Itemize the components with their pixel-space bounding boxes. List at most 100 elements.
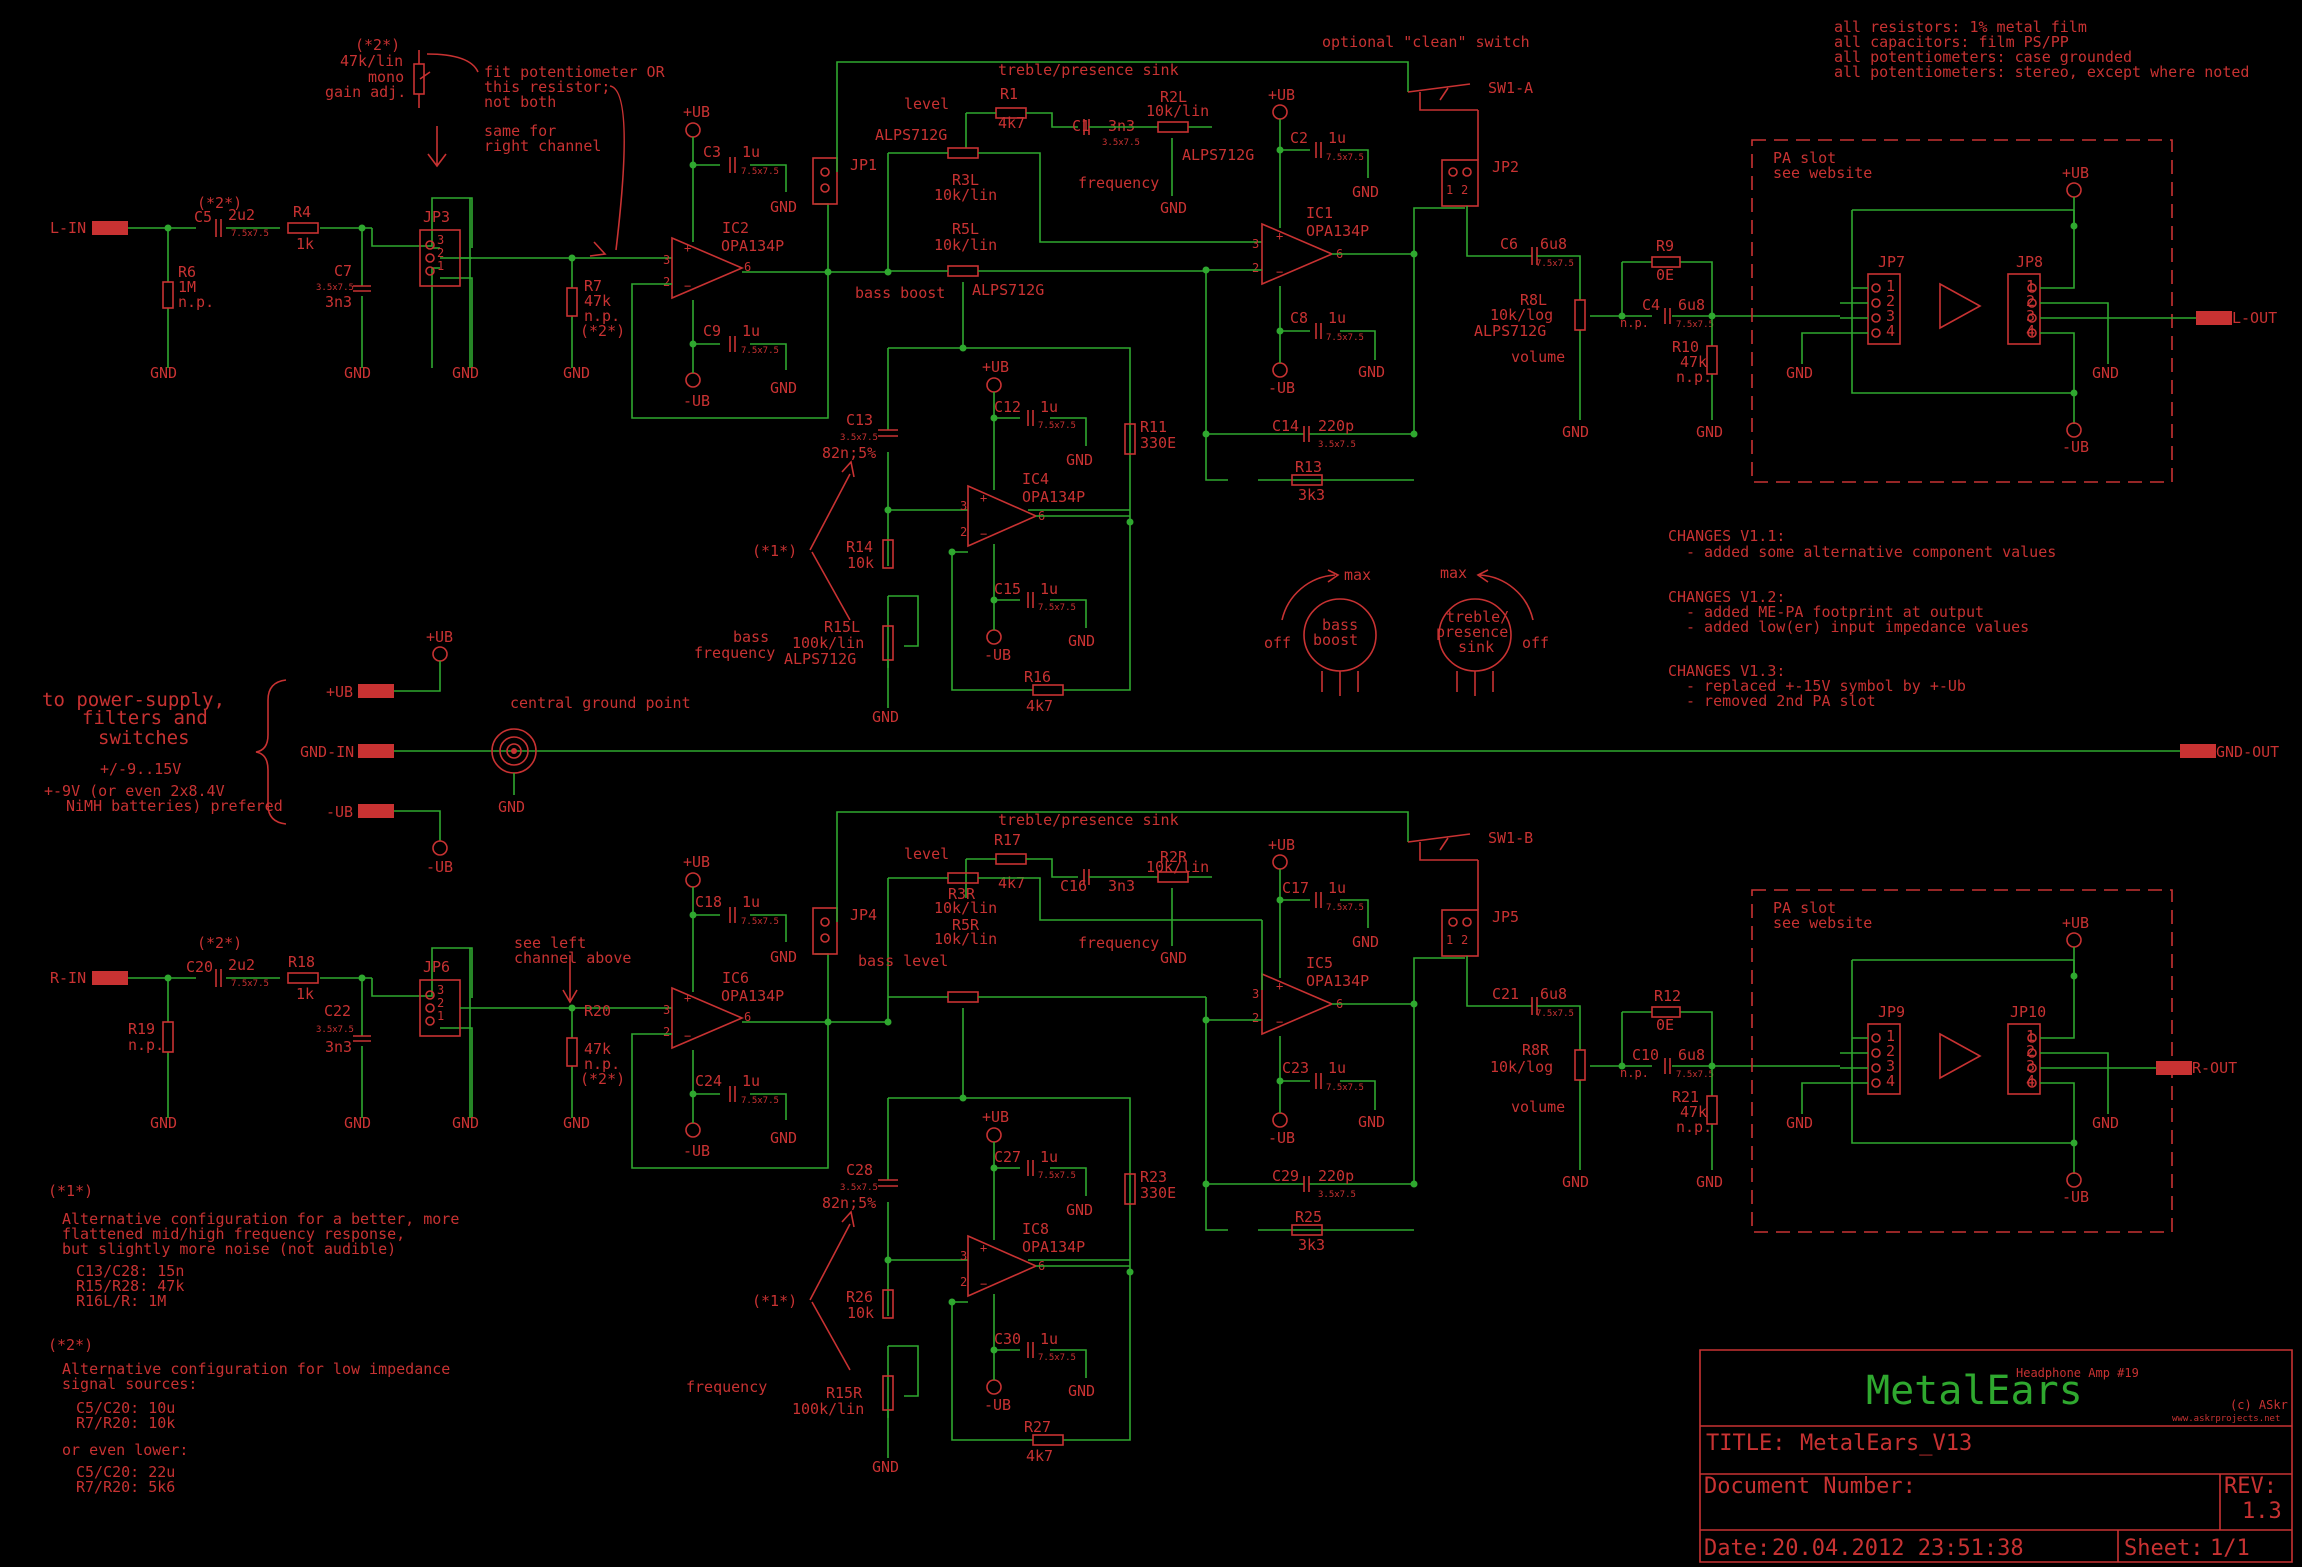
clean-switch-label: optional "clean" switch bbox=[1322, 33, 1530, 51]
svg-text:R9: R9 bbox=[1656, 237, 1674, 255]
svg-text:TITLE:: TITLE: bbox=[1706, 1431, 1785, 1456]
svg-text:1u: 1u bbox=[1328, 1059, 1346, 1077]
svg-text:L-IN: L-IN bbox=[50, 219, 86, 237]
svg-text:C22: C22 bbox=[324, 1002, 351, 1020]
svg-text:frequency: frequency bbox=[694, 644, 775, 662]
svg-text:7.5x7.5: 7.5x7.5 bbox=[1536, 1009, 1574, 1019]
svg-text:1u: 1u bbox=[1328, 309, 1346, 327]
svg-text:7.5x7.5: 7.5x7.5 bbox=[1326, 333, 1364, 343]
svg-text:C17: C17 bbox=[1282, 879, 1309, 897]
svg-text:- added some alternative compo: - added some alternative component value… bbox=[1686, 543, 2056, 561]
svg-text:1/1: 1/1 bbox=[2210, 1536, 2250, 1561]
svg-text:4: 4 bbox=[2026, 322, 2035, 340]
svg-text:0E: 0E bbox=[1656, 1016, 1674, 1034]
svg-text:see website: see website bbox=[1773, 164, 1872, 182]
svg-text:IC5: IC5 bbox=[1306, 954, 1333, 972]
svg-text:GND-IN: GND-IN bbox=[300, 743, 354, 761]
svg-text:OPA134P: OPA134P bbox=[721, 237, 784, 255]
svg-text:1k: 1k bbox=[296, 235, 314, 253]
svg-text:OPA134P: OPA134P bbox=[721, 987, 784, 1005]
svg-text:C13/C28: 15n: C13/C28: 15n bbox=[76, 1262, 184, 1280]
svg-text:see left: see left bbox=[514, 934, 586, 952]
svg-text:7.5x7.5: 7.5x7.5 bbox=[231, 229, 269, 239]
svg-text:level: level bbox=[904, 845, 949, 863]
svg-text:7.5x7.5: 7.5x7.5 bbox=[741, 346, 779, 356]
svg-text:GND-OUT: GND-OUT bbox=[2216, 743, 2279, 761]
svg-text:4k7: 4k7 bbox=[1026, 1447, 1053, 1465]
svg-text:-UB: -UB bbox=[2062, 1188, 2089, 1206]
svg-text:1u: 1u bbox=[1040, 1330, 1058, 1348]
svg-text:4: 4 bbox=[1886, 322, 1895, 340]
svg-text:2: 2 bbox=[663, 275, 670, 289]
svg-text:7.5x7.5: 7.5x7.5 bbox=[741, 1096, 779, 1106]
svg-text:GND: GND bbox=[563, 1114, 590, 1132]
svg-text:Document Number:: Document Number: bbox=[1704, 1474, 1916, 1499]
svg-text:R11: R11 bbox=[1140, 418, 1167, 436]
svg-text:-UB: -UB bbox=[326, 803, 353, 821]
svg-text:+UB: +UB bbox=[1268, 86, 1295, 104]
svg-text:flattened mid/high frequency r: flattened mid/high frequency response, bbox=[62, 1225, 405, 1243]
svg-text:10k: 10k bbox=[847, 1304, 874, 1322]
svg-text:C3: C3 bbox=[703, 143, 721, 161]
svg-text:1: 1 bbox=[2026, 1027, 2035, 1045]
svg-text:R21: R21 bbox=[1672, 1088, 1699, 1106]
svg-text:10k/lin: 10k/lin bbox=[1146, 858, 1209, 876]
svg-text:-UB: -UB bbox=[2062, 438, 2089, 456]
svg-text:GND: GND bbox=[872, 1458, 899, 1476]
svg-text:JP6: JP6 bbox=[423, 958, 450, 976]
svg-text:C20: C20 bbox=[186, 958, 213, 976]
svg-text:3.5x7.5: 3.5x7.5 bbox=[840, 1183, 878, 1193]
svg-text:1: 1 bbox=[1446, 933, 1453, 947]
svg-text:volume: volume bbox=[1511, 348, 1565, 366]
svg-text:4: 4 bbox=[2026, 1072, 2035, 1090]
svg-text:GND: GND bbox=[1696, 423, 1723, 441]
svg-text:off: off bbox=[1264, 634, 1291, 652]
svg-text:bass boost: bass boost bbox=[855, 284, 945, 302]
svg-text:(*1*): (*1*) bbox=[752, 542, 797, 560]
svg-text:GND: GND bbox=[1562, 423, 1589, 441]
svg-text:R13: R13 bbox=[1295, 458, 1322, 476]
svg-text:10k/lin: 10k/lin bbox=[934, 930, 997, 948]
svg-text:1.3: 1.3 bbox=[2242, 1499, 2282, 1524]
svg-text:all potentiometers: case groun: all potentiometers: case grounded bbox=[1834, 48, 2132, 66]
svg-text:ALPS712G: ALPS712G bbox=[972, 281, 1044, 299]
svg-text:1u: 1u bbox=[1328, 879, 1346, 897]
svg-text:47k: 47k bbox=[584, 292, 611, 310]
svg-text:Alternative configuration for: Alternative configuration for low impeda… bbox=[62, 1360, 450, 1378]
svg-text:2: 2 bbox=[2026, 292, 2035, 310]
svg-text:C5/C20: 22u: C5/C20: 22u bbox=[76, 1463, 175, 1481]
svg-text:1u: 1u bbox=[1328, 129, 1346, 147]
svg-text:IC1: IC1 bbox=[1306, 204, 1333, 222]
svg-text:central ground point: central ground point bbox=[510, 694, 691, 712]
svg-text:1: 1 bbox=[437, 1009, 444, 1023]
svg-text:−: − bbox=[684, 1029, 691, 1043]
svg-text:GND: GND bbox=[150, 364, 177, 382]
svg-text:- added low(er) input impedanc: - added low(er) input impedance values bbox=[1686, 618, 2029, 636]
svg-text:GND: GND bbox=[452, 364, 479, 382]
svg-text:max: max bbox=[1344, 566, 1371, 584]
svg-text:fit potentiometer OR: fit potentiometer OR bbox=[484, 63, 666, 81]
svg-text:GND: GND bbox=[1352, 933, 1379, 951]
svg-text:220p: 220p bbox=[1318, 1167, 1354, 1185]
svg-text:3: 3 bbox=[960, 1249, 967, 1263]
svg-text:6: 6 bbox=[744, 1010, 751, 1024]
svg-text:(*2*): (*2*) bbox=[355, 36, 400, 54]
svg-text:3: 3 bbox=[663, 253, 670, 267]
svg-text:GND: GND bbox=[1160, 949, 1187, 967]
svg-text:GND: GND bbox=[1068, 632, 1095, 650]
svg-text:3n3: 3n3 bbox=[325, 1038, 352, 1056]
svg-text:C13: C13 bbox=[846, 411, 873, 429]
svg-text:+UB: +UB bbox=[683, 103, 710, 121]
svg-text:but slightly more noise (not a: but slightly more noise (not audible) bbox=[62, 1240, 396, 1258]
svg-text:Date:: Date: bbox=[1704, 1536, 1770, 1561]
svg-text:volume: volume bbox=[1511, 1098, 1565, 1116]
pot-note: (*2*) 47k/lin mono gain adj. fit potenti… bbox=[325, 36, 666, 257]
svg-text:L-OUT: L-OUT bbox=[2232, 309, 2277, 327]
svg-text:-UB: -UB bbox=[683, 1142, 710, 1160]
svg-text:7.5x7.5: 7.5x7.5 bbox=[1038, 1171, 1076, 1181]
svg-text:all capacitors: film PS/PP: all capacitors: film PS/PP bbox=[1834, 33, 2069, 51]
changes-log: CHANGES V1.1: - added some alternative c… bbox=[1668, 527, 2056, 710]
svg-text:IC2: IC2 bbox=[722, 219, 749, 237]
svg-text:+: + bbox=[1276, 979, 1283, 993]
